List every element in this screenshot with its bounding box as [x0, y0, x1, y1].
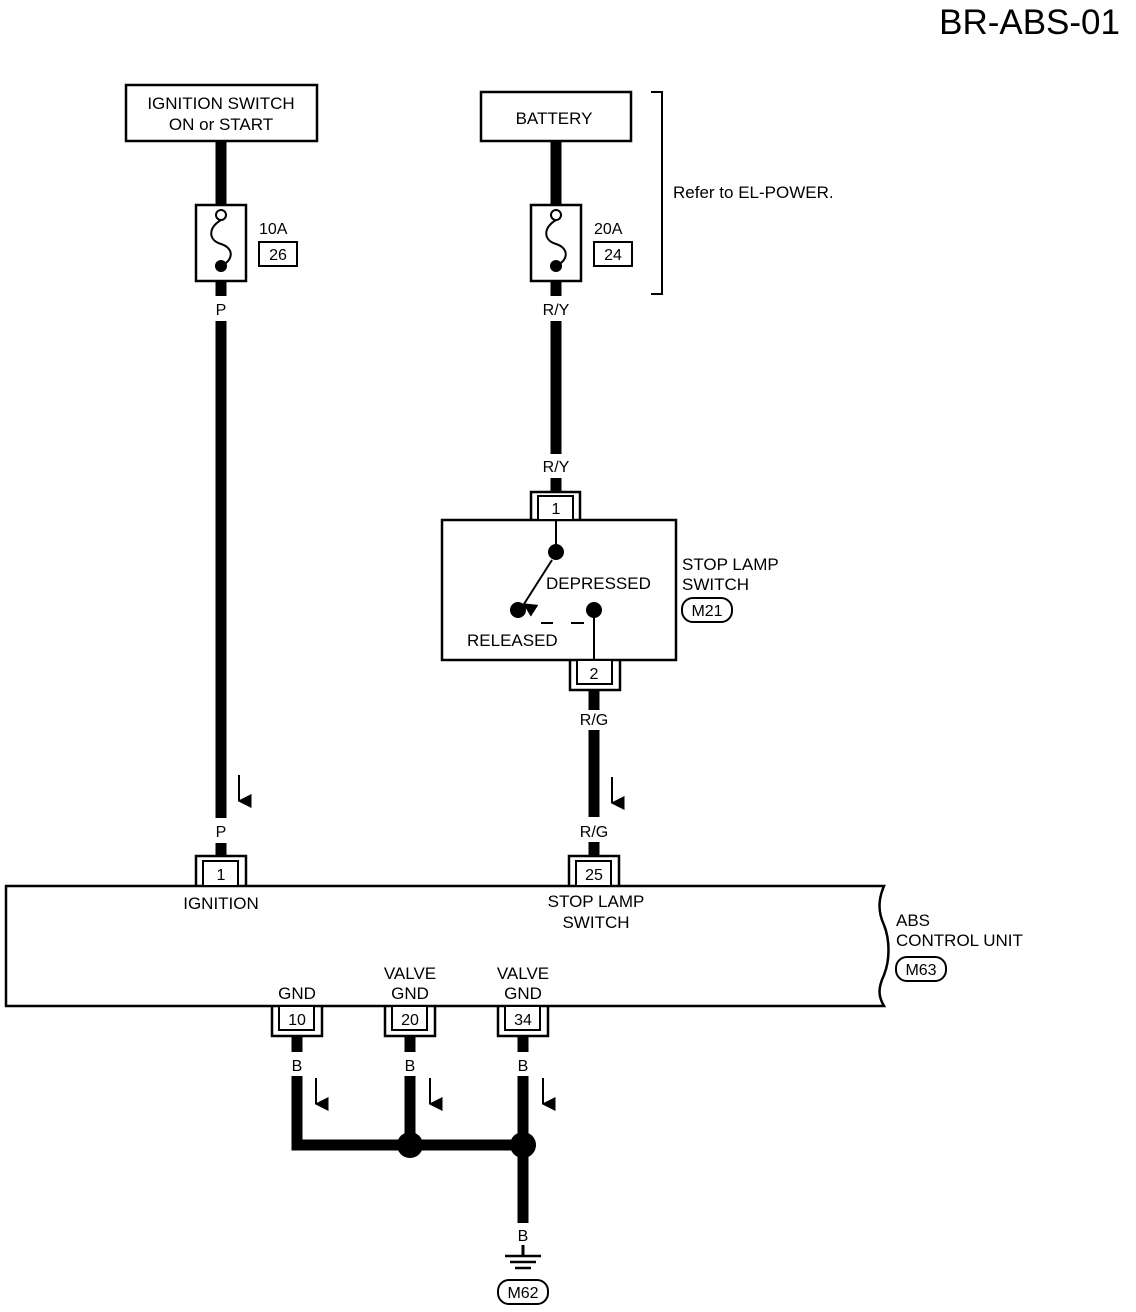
stop-lamp-switch-connector: M21 [691, 603, 722, 620]
ignition-wire-color-top: P [216, 302, 227, 319]
abs-pin-34-label-line2: GND [504, 984, 542, 1003]
fuse-20a [529, 203, 583, 283]
stop-lamp-switch-label-line2: SWITCH [682, 575, 749, 594]
ignition-switch-source: IGNITION SWITCH ON or START [124, 83, 319, 143]
stop-lamp-switch-label: STOP LAMP [682, 555, 779, 574]
fuse-10a-number: 26 [269, 247, 287, 264]
abs-pin-10-label: GND [278, 984, 316, 1003]
stop-lamp-switch-pin-1: 1 [552, 501, 561, 518]
fuse-20a-rating: 20A [594, 221, 623, 238]
power-reference-note: Refer to EL-POWER. [673, 183, 834, 202]
abs-pin-25-label-line2: SWITCH [562, 913, 629, 932]
fuse-20a-number: 24 [604, 247, 622, 264]
abs-pin-10: 10 [288, 1012, 306, 1029]
abs-pin-20-label: VALVE [384, 964, 436, 983]
ignition-switch-state-label: ON or START [169, 115, 273, 134]
abs-control-unit-label-line2: CONTROL UNIT [896, 931, 1023, 950]
abs-pin-34: 34 [514, 1012, 532, 1029]
abs-control-unit [4, 854, 890, 1038]
battery-source: BATTERY [479, 90, 633, 143]
abs-pin-25-label: STOP LAMP [548, 892, 645, 911]
abs-pin-34-label: VALVE [497, 964, 549, 983]
ignition-wire-color-bottom: P [216, 824, 227, 841]
battery-wire-color-top: R/Y [543, 302, 570, 319]
abs-pin-20: 20 [401, 1012, 419, 1029]
stop-lamp-wire-color-top: R/G [580, 712, 608, 729]
page-code: BR-ABS-01 [939, 3, 1120, 42]
gnd-34-wire-color: B [518, 1058, 529, 1075]
gnd-10-wire-color: B [292, 1058, 303, 1075]
stop-lamp-switch [440, 490, 678, 692]
abs-pin-1-label: IGNITION [183, 894, 259, 913]
stop-lamp-switch-released-label: RELEASED [467, 631, 558, 650]
power-reference-bracket: Refer to EL-POWER. [651, 91, 834, 295]
battery-label: BATTERY [516, 109, 593, 128]
gnd-20-wire-color: B [405, 1058, 416, 1075]
stop-lamp-switch-pin-2: 2 [590, 666, 599, 683]
ground-wiring [291, 1036, 541, 1270]
abs-pin-25: 25 [585, 867, 603, 884]
abs-control-unit-connector: M63 [905, 962, 936, 979]
stop-lamp-wire-color-bottom: R/G [580, 824, 608, 841]
abs-pin-20-label-line2: GND [391, 984, 429, 1003]
fuse-10a [194, 203, 248, 283]
ground-wire-color: B [518, 1228, 529, 1245]
fuse-10a-rating: 10A [259, 221, 288, 238]
stop-lamp-switch-depressed-label: DEPRESSED [546, 574, 651, 593]
ignition-switch-label: IGNITION SWITCH [147, 94, 294, 113]
abs-pin-1: 1 [217, 867, 226, 884]
battery-wire-color-bottom: R/Y [543, 459, 570, 476]
abs-control-unit-label: ABS [896, 911, 930, 930]
ground-connector: M62 [507, 1285, 538, 1302]
